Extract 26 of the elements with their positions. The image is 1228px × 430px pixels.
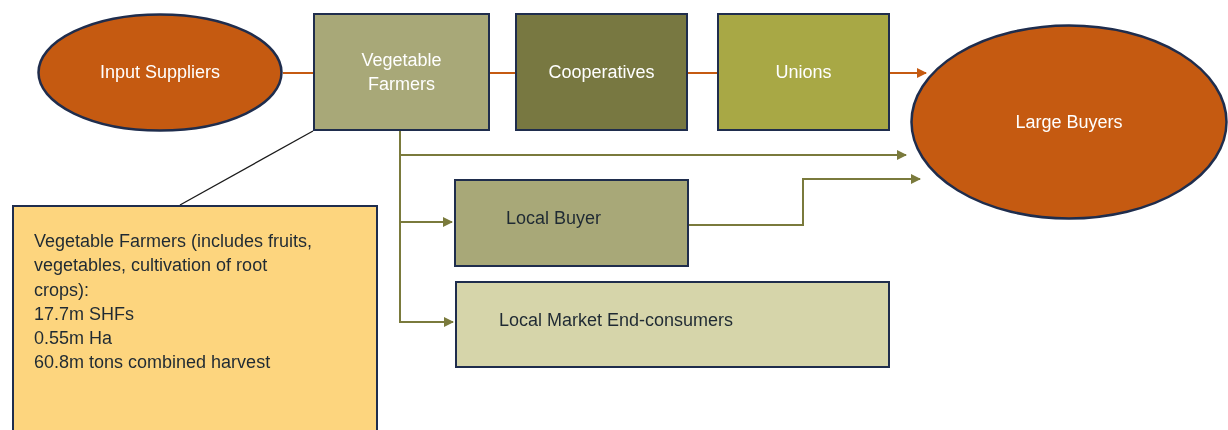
node-label: 0.55m Ha: [34, 327, 113, 351]
callout-box: [12, 205, 378, 430]
ellipse-node: [910, 24, 1228, 220]
node-label: Large Buyers: [1015, 110, 1123, 134]
process-box: [717, 13, 890, 131]
process-box: [455, 281, 890, 368]
arrow: [889, 68, 927, 78]
process-box: [313, 13, 490, 131]
node-label: Local Market End-consumers: [499, 309, 734, 333]
arrow: [688, 174, 921, 226]
node-label: Input Suppliers: [99, 61, 221, 85]
connector-line: [687, 72, 718, 74]
node-label: Vegetable Farmers: [360, 48, 443, 96]
node-label: 17.7m SHFs: [34, 302, 135, 326]
node-label: 60.8m tons combined harvest: [34, 351, 271, 375]
node-label: Vegetable Farmers (includes fruits, vegetables, cultivation of root crops):: [34, 230, 314, 302]
node-label: Local Buyer: [506, 206, 602, 230]
arrow: [399, 130, 454, 327]
node-label: Unions: [775, 60, 832, 84]
connector-line: [282, 72, 314, 74]
process-box: [454, 179, 689, 267]
node-label: Cooperatives: [548, 60, 655, 84]
leader-line: [179, 130, 314, 206]
process-box: [515, 13, 688, 131]
ellipse-node: [37, 13, 283, 132]
connector-line: [489, 72, 516, 74]
